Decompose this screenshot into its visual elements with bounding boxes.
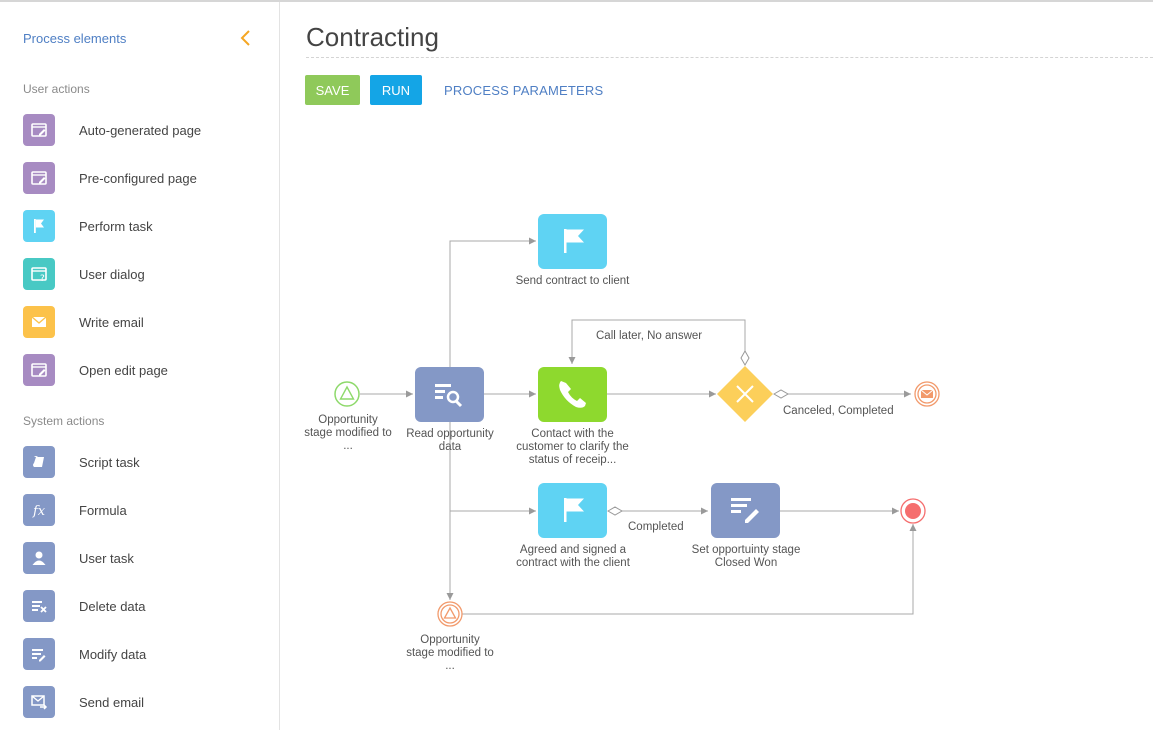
- set-stage-label: Set opportuinty stage Closed Won: [691, 544, 801, 569]
- run-button[interactable]: RUN: [370, 75, 422, 105]
- process-parameters-link[interactable]: PROCESS PARAMETERS: [444, 83, 604, 98]
- element-write-email[interactable]: Write email: [23, 305, 263, 339]
- element-label: Write email: [79, 314, 144, 330]
- element-label: Pre-configured page: [79, 170, 197, 186]
- element-label: Open edit page: [79, 362, 168, 378]
- process-elements-panel: Process elements User actions Auto-gener…: [0, 2, 280, 730]
- start-event-opportunity-stage[interactable]: [334, 381, 360, 407]
- element-send-email[interactable]: Send email: [23, 685, 263, 719]
- chevron-left-icon: [240, 30, 250, 46]
- page-title: Contracting: [306, 22, 439, 52]
- start-event-label: Opportunity stage modified to ...: [304, 414, 392, 452]
- contact-customer-label: Contact with the customer to clarify the…: [516, 428, 629, 466]
- svg-text:?: ?: [40, 274, 45, 284]
- page-edit-icon: [23, 114, 55, 146]
- svg-text:fx: fx: [32, 504, 46, 519]
- flow-start2-to-end[interactable]: [462, 524, 917, 615]
- send-email-icon: [23, 686, 55, 718]
- task-agreed-and-signed[interactable]: [538, 483, 607, 538]
- title-divider: [306, 57, 1153, 58]
- script-icon: [23, 446, 55, 478]
- sequence-flows: [360, 237, 917, 615]
- element-label: Auto-generated page: [79, 122, 202, 138]
- delete-data-icon: [23, 590, 55, 622]
- flag-icon: [564, 498, 584, 522]
- element-label: Delete data: [79, 598, 146, 614]
- flow-gateway-call-later[interactable]: [568, 319, 746, 365]
- element-label: User dialog: [79, 266, 145, 282]
- exclusive-gateway[interactable]: [717, 366, 773, 422]
- element-label: Perform task: [79, 218, 153, 234]
- user-icon: [23, 542, 55, 574]
- element-pre-configured-page[interactable]: Pre-configured page: [23, 161, 263, 195]
- start2-event-label: Opportunity stage modified to ...: [406, 634, 494, 672]
- conditional-marker: [740, 349, 750, 367]
- task-send-contract[interactable]: [538, 214, 607, 269]
- flag-icon: [564, 229, 584, 253]
- phone-icon: [559, 381, 586, 408]
- element-script-task[interactable]: Script task: [23, 445, 263, 479]
- signal-triangle-icon: [443, 606, 457, 619]
- collapse-panel-button[interactable]: [236, 28, 256, 48]
- save-button[interactable]: SAVE: [305, 75, 360, 105]
- flow-label-call-later: Call later, No answer: [596, 330, 703, 342]
- envelope-icon: [23, 306, 55, 338]
- agreed-signed-label: Agreed and signed a contract with the cl…: [516, 544, 630, 569]
- element-label: Script task: [79, 454, 140, 470]
- modify-data-icon: [731, 498, 759, 523]
- formula-icon: fx: [23, 494, 55, 526]
- element-label: Modify data: [79, 646, 147, 662]
- flow-label-canceled: Canceled, Completed: [783, 405, 894, 417]
- element-label: Send email: [79, 694, 145, 710]
- end-event-message[interactable]: [914, 381, 940, 407]
- send-contract-label: Send contract to client: [515, 275, 630, 287]
- element-label: User task: [79, 550, 134, 566]
- close-icon: [736, 385, 754, 403]
- intermediate-event-opportunity-stage[interactable]: [437, 601, 463, 627]
- element-open-edit-page[interactable]: Open edit page: [23, 353, 263, 387]
- conditional-marker: [772, 389, 790, 399]
- task-set-opportunity-stage[interactable]: [711, 483, 780, 538]
- signal-triangle-icon: [339, 385, 355, 400]
- flag-icon: [23, 210, 55, 242]
- task-contact-customer[interactable]: [538, 367, 607, 422]
- element-label: Formula: [79, 502, 127, 518]
- end-event-terminate[interactable]: [900, 498, 926, 524]
- page-edit-icon: [23, 162, 55, 194]
- read-data-label: Read opportunity data: [406, 428, 494, 453]
- read-data-icon: [435, 384, 463, 408]
- flow-read-to-send-contract[interactable]: [449, 237, 536, 367]
- conditional-marker: [606, 506, 624, 516]
- modify-data-icon: [23, 638, 55, 670]
- group-user-actions: User actions: [23, 82, 90, 96]
- group-system-actions: System actions: [23, 414, 105, 428]
- element-perform-task[interactable]: Perform task: [23, 209, 263, 243]
- element-formula[interactable]: fx Formula: [23, 493, 263, 527]
- top-border: [0, 0, 1153, 2]
- element-auto-generated-page[interactable]: Auto-generated page: [23, 113, 263, 147]
- dialog-question-icon: ?: [23, 258, 55, 290]
- envelope-icon: [920, 389, 934, 398]
- element-modify-data[interactable]: Modify data: [23, 637, 263, 671]
- element-delete-data[interactable]: Delete data: [23, 589, 263, 623]
- page-edit-icon: [23, 354, 55, 386]
- element-user-dialog[interactable]: ? User dialog: [23, 257, 263, 291]
- flow-label-completed: Completed: [628, 521, 684, 533]
- element-user-task[interactable]: User task: [23, 541, 263, 575]
- panel-title: Process elements: [23, 31, 127, 46]
- task-read-opportunity-data[interactable]: [415, 367, 484, 422]
